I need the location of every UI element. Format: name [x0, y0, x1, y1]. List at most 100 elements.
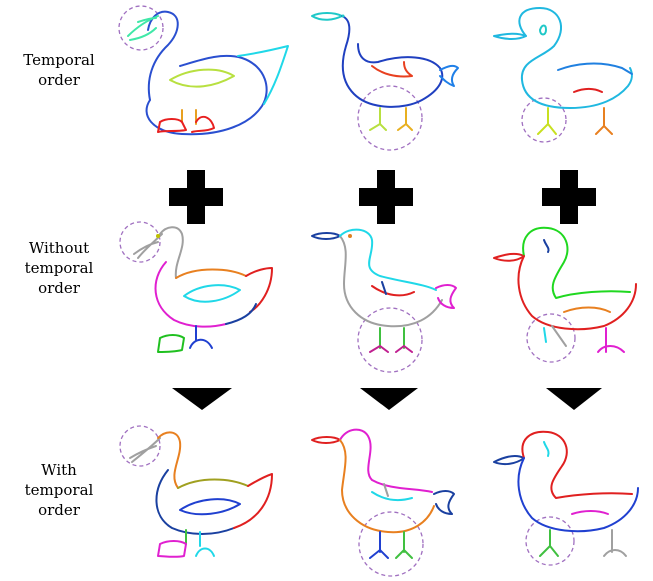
eye-dot [156, 234, 160, 238]
body-stroke [341, 15, 444, 108]
plus-icon [359, 170, 413, 224]
back-stroke [557, 62, 633, 75]
feather-stroke [381, 281, 387, 295]
leg-stroke [543, 327, 547, 343]
wing-stroke [179, 498, 241, 516]
feather-stroke [383, 483, 389, 497]
wing-stroke [169, 68, 235, 88]
belly-stroke [225, 303, 257, 325]
tail-stroke [245, 267, 273, 313]
foot-stroke [157, 540, 187, 558]
down-triangle-icon [172, 388, 232, 410]
body-stroke [518, 7, 633, 109]
wing-stroke [563, 306, 611, 313]
head-stroke [522, 226, 631, 299]
duck-sketch-r3-c3 [493, 430, 639, 566]
tail-stroke [233, 473, 273, 529]
eye-dot [348, 234, 352, 238]
row-label-line: temporal [24, 481, 94, 499]
row-label-line: Temporal [23, 51, 95, 69]
eye-stroke [543, 441, 550, 457]
duck-sketch-r3-c2 [311, 428, 455, 577]
beak-stroke [311, 12, 343, 21]
eye-stroke [543, 239, 550, 253]
foot-stroke [195, 531, 215, 557]
leg-stroke [595, 107, 613, 135]
wing-stroke [371, 61, 413, 78]
body-stroke [339, 235, 443, 328]
foot-stroke [597, 327, 625, 353]
beak-stroke [311, 232, 341, 240]
row-label-line: order [38, 279, 80, 297]
body-stroke [145, 54, 268, 136]
leg-stroke [537, 107, 557, 135]
beak-stroke [133, 233, 163, 259]
down-triangle-icon [546, 388, 602, 410]
neck-stroke [157, 431, 182, 489]
body-stroke [339, 439, 435, 534]
row-label-line: Without [28, 239, 90, 257]
leg-stroke [181, 109, 197, 125]
row-label-line: temporal [24, 259, 94, 277]
plus-icon-group [169, 170, 596, 224]
feet-stroke [157, 115, 215, 133]
duck-sketch-r2-c2 [311, 228, 457, 373]
highlight-circle [521, 97, 567, 143]
duck-sketch-r2-c3 [493, 226, 637, 363]
leg-stroke [369, 107, 387, 131]
wing-stroke [573, 88, 603, 93]
leg-stroke [395, 531, 413, 559]
foot-stroke [603, 529, 627, 557]
wing-stroke [371, 491, 413, 501]
row-label-temporal-order: Temporal order [0, 50, 118, 90]
highlight-circle [526, 313, 576, 363]
head-stroke [339, 428, 433, 493]
head-stroke [521, 430, 633, 499]
duck-sketch-r1-c2 [311, 12, 459, 151]
leg-stroke [379, 327, 405, 349]
tail-stroke [435, 284, 457, 309]
duck-sketch-r2-c1 [119, 221, 273, 353]
front-stroke [155, 469, 235, 535]
body-stroke [517, 255, 637, 331]
neck-stroke [147, 10, 179, 101]
row-label-with-temporal-order: With temporal order [0, 460, 118, 520]
tail-stroke [433, 490, 455, 515]
leg-stroke [369, 531, 389, 559]
tail-stroke [237, 45, 289, 105]
eye-dot [341, 14, 345, 18]
front-stroke [154, 261, 227, 328]
neck-stroke [159, 226, 184, 279]
eye-stroke [539, 24, 547, 36]
row-label-without-temporal-order: Without temporal order [0, 238, 118, 298]
head-stroke [339, 228, 437, 291]
leg-stroke [551, 325, 567, 347]
leg-stroke [397, 107, 413, 131]
duck-sketch-r3-c1 [119, 425, 273, 558]
highlight-circle [118, 5, 164, 51]
feet-stroke [369, 345, 413, 353]
duck-sketch-r1-c3 [493, 7, 633, 143]
leg-stroke [539, 529, 559, 557]
tail-stroke [439, 64, 459, 87]
beak-stroke [127, 15, 159, 41]
foot-stroke [189, 325, 213, 349]
beak-stroke [493, 32, 527, 40]
highlight-circle [357, 307, 423, 373]
highlight-circle [119, 221, 161, 263]
beak-stroke [311, 436, 341, 444]
wing-stroke [183, 284, 241, 303]
beak-stroke [493, 252, 525, 262]
highlight-circle [119, 425, 161, 467]
back-stroke [177, 478, 249, 489]
duck-sketch-r1-c1 [118, 5, 289, 136]
back-stroke [175, 268, 247, 279]
wing-stroke [371, 285, 415, 297]
plus-icon [169, 170, 223, 224]
foot-stroke [157, 334, 185, 353]
highlight-circle [358, 511, 424, 577]
highlight-circle [525, 516, 575, 566]
row-label-line: order [38, 501, 80, 519]
highlight-circle [357, 85, 423, 151]
